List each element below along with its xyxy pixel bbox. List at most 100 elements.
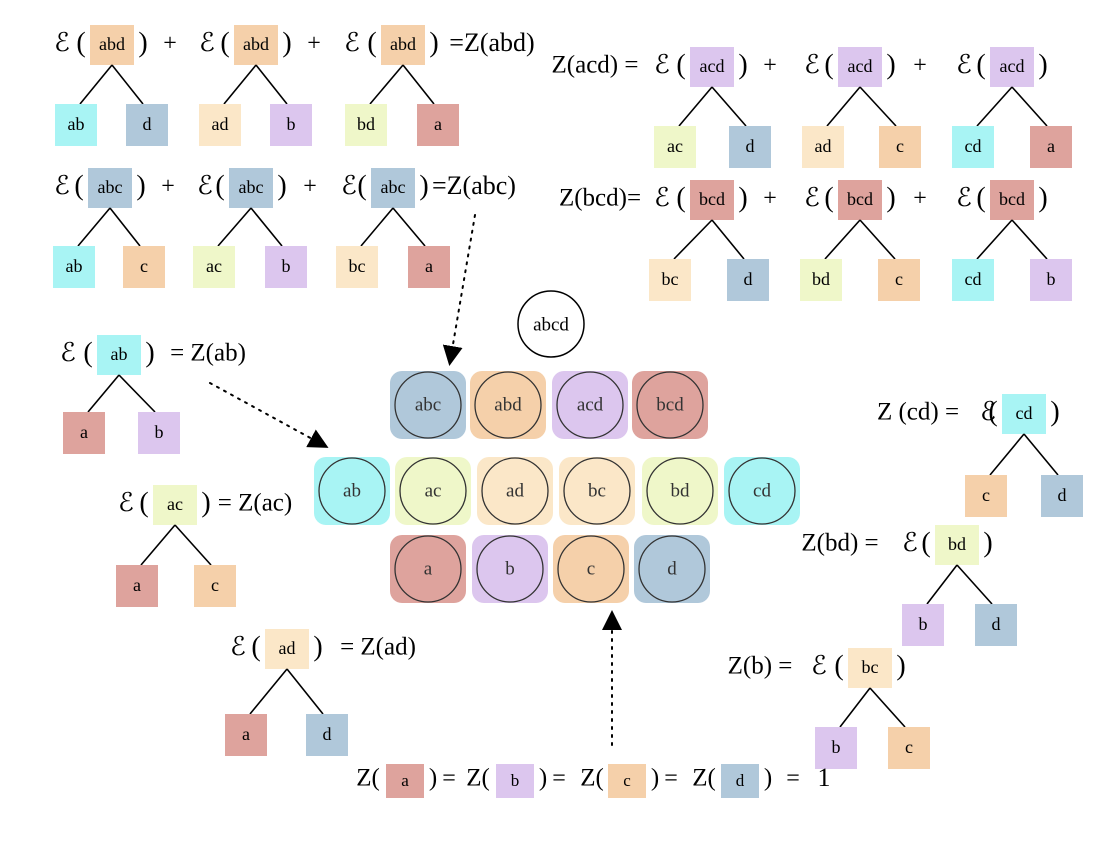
grid-node-bc-label: bc (588, 480, 606, 501)
bcd-plus-2: + (913, 186, 927, 212)
bcd-tree-1-parent-box (690, 180, 734, 220)
bcd-tree-2-close-paren: ) (886, 182, 895, 213)
abc-tree-3-energy-symbol: ℰ (341, 171, 357, 200)
abc-plus-1: + (161, 174, 175, 200)
abc-tree-1-close-paren: ) (136, 170, 145, 201)
ab-tree-energy-symbol: ℰ (60, 338, 76, 367)
cd-tree-parent-label: cd (1016, 403, 1033, 423)
bcd-tree-1-energy-symbol: ℰ (654, 183, 670, 212)
grid-node-d-circle (638, 535, 706, 603)
bd-result: Z(bd) = (801, 530, 878, 557)
bd-tree-parent-label: bd (948, 534, 966, 554)
acd-tree-2-close-paren: ) (886, 49, 895, 80)
ac-tree-child-c-box (194, 565, 236, 607)
bd-tree-close-paren: ) (983, 527, 992, 558)
ac-tree-energy-symbol: ℰ (118, 488, 134, 517)
abc-plus-2: + (303, 174, 317, 200)
bcd-tree-3-child-b-label: b (1047, 269, 1056, 289)
grid-node-bd-circle (646, 457, 714, 525)
grid-node-c-label: c (587, 558, 595, 579)
grid-node-d-label: d (667, 558, 677, 579)
single-a-close-paren: ) (429, 765, 437, 792)
single-a-z: Z( (356, 765, 380, 792)
bcd-tree-2-child-bd-box (800, 259, 842, 301)
bcd-tree-1-edge-left (673, 219, 713, 260)
ad-tree-parent-box (265, 629, 309, 669)
grid-node-acd-circle (556, 371, 624, 439)
abd-tree-2-parent-box (234, 25, 278, 65)
acd-tree-1-child-d-box (729, 126, 771, 168)
cd-tree-child-c-box (965, 475, 1007, 517)
bcd-tree-2-open-paren: ( (824, 182, 833, 213)
ad-tree-child-a-label: a (242, 724, 250, 744)
grid-node-a-circle (394, 535, 462, 603)
bcd-tree-3-close-paren: ) (1038, 182, 1047, 213)
bcd-tree-2-child-bd-label: bd (812, 269, 830, 289)
ad-tree-edge-left (249, 668, 288, 715)
abc-tree-1-edge-left (77, 207, 111, 247)
bd-tree-open-paren: ( (921, 527, 930, 558)
acd-tree-3-parent-label: acd (1000, 56, 1025, 76)
acd-tree-3-child-a-box (1030, 126, 1072, 168)
abd-tree-2-child-ad-box (199, 104, 241, 146)
bc-tree-close-paren: ) (896, 650, 905, 681)
single-c-box (608, 764, 646, 798)
bd-tree-child-b-label: b (919, 614, 928, 634)
abd-tree-3-open-paren: ( (367, 27, 376, 58)
acd-plus-2: + (913, 53, 927, 79)
grid-node-ac-label: ac (425, 480, 442, 501)
acd-tree-1-open-paren: ( (676, 49, 685, 80)
bcd-tree-3-child-b-box (1030, 259, 1072, 301)
ab-result: = Z(ab) (170, 340, 246, 367)
bd-tree-child-d-box (975, 604, 1017, 646)
abc-tree-2-energy-symbol: ℰ (197, 171, 213, 200)
arrows-layer (209, 214, 622, 746)
ad-tree-parent-label: ad (279, 638, 296, 658)
cd-tree-open-paren: ( (988, 396, 997, 427)
bcd-tree-1-child-d-label: d (744, 269, 753, 289)
bc-tree-child-c-label: c (905, 737, 913, 757)
bcd-tree-1-child-bc-box (649, 259, 691, 301)
ab-tree-open-paren: ( (83, 337, 92, 368)
node-abcd-label: abcd (533, 314, 569, 335)
acd-tree-3-parent-box (990, 47, 1034, 87)
abc-tree-3-parent-box (371, 168, 415, 208)
single-d-z: Z( (692, 765, 716, 792)
abc-tree-2-child-b-box (265, 246, 307, 288)
abd-tree-1-child-d-box (126, 104, 168, 146)
abc-tree-3-parent-label: abc (381, 177, 406, 197)
single-equals-2: = (664, 766, 678, 792)
ab-tree-child-a-box (63, 412, 105, 454)
bcd-tree-3-energy-symbol: ℰ (956, 183, 972, 212)
grid-node-ab-label: ab (343, 480, 361, 501)
bcd-tree-2-parent-label: bcd (847, 189, 873, 209)
cd-tree-energy-symbol: ℰ (980, 397, 996, 426)
acd-tree-1-energy-symbol: ℰ (654, 50, 670, 79)
cd-tree-edge-left (989, 433, 1025, 476)
bd-tree-edge-left (926, 564, 958, 605)
abd-tree-2-parent-label: abd (243, 34, 269, 54)
abc-tree-3-child-a-box (408, 246, 450, 288)
acd-tree-1-child-ac-box (654, 126, 696, 168)
single-equals-0: = (442, 766, 456, 792)
bcd-plus-1: + (763, 186, 777, 212)
abc-tree-3-child-a-label: a (425, 256, 433, 276)
single-b-label: b (511, 771, 520, 790)
bcd-tree-3-edge-right (1011, 219, 1048, 260)
bcd-tree-3-edge-left (976, 219, 1013, 260)
ab-tree-child-b-label: b (155, 422, 164, 442)
acd-plus-1: + (763, 53, 777, 79)
abc-tree-2-child-ac-box (193, 246, 235, 288)
arrow-ab-to-grid (209, 382, 329, 448)
grid-node-c-circle (557, 535, 625, 603)
cd-tree-parent-box (1002, 394, 1046, 434)
ab-tree-edge-left (87, 374, 120, 413)
single-c-label: c (623, 771, 631, 790)
ad-tree-edge-right (286, 668, 324, 715)
acd-tree-3-close-paren: ) (1038, 49, 1047, 80)
ac-tree-child-a-label: a (133, 575, 141, 595)
grid-node-ac-circle (399, 457, 467, 525)
bcd-tree-2-parent-box (838, 180, 882, 220)
ad-tree-open-paren: ( (251, 631, 260, 662)
ac-tree-child-c-label: c (211, 575, 219, 595)
